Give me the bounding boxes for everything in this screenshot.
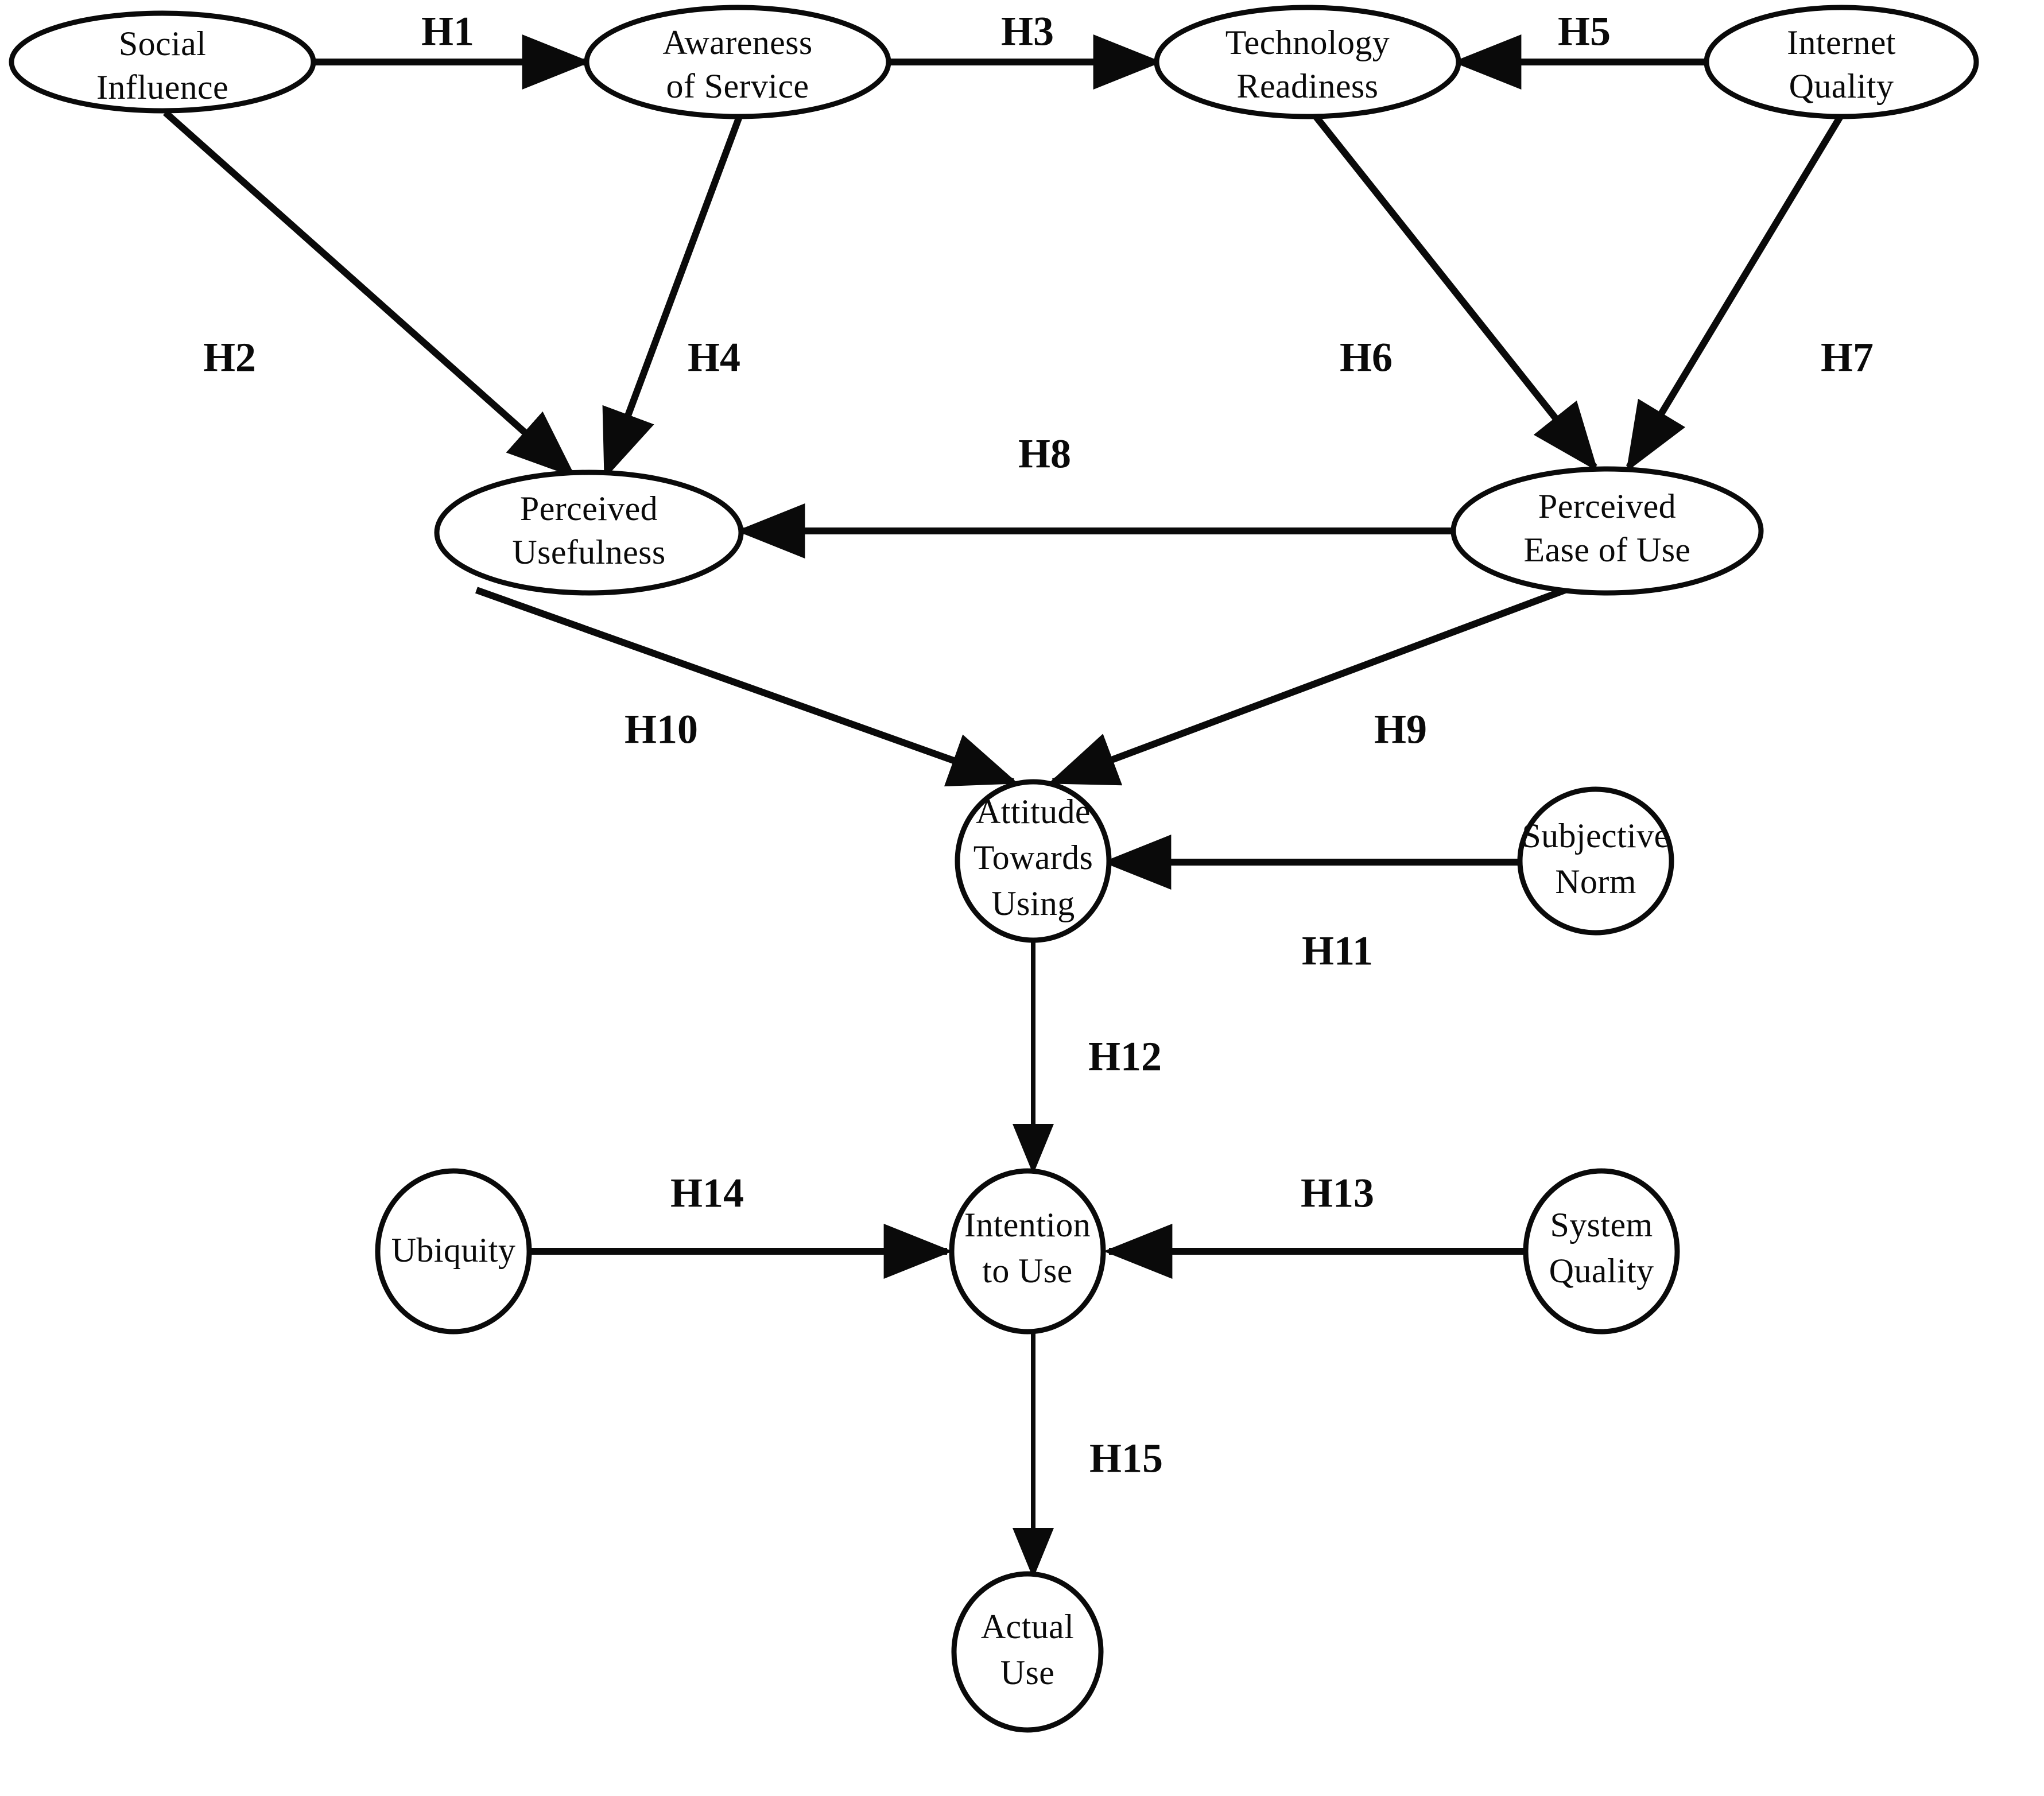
intention-to-use-label-line-2: to Use (982, 1252, 1072, 1290)
hypothesis-label-h5: H5 (1558, 9, 1611, 55)
node-internet-quality[interactable]: Internet Quality (1704, 5, 1979, 119)
hypothesis-label-h9: H9 (1374, 707, 1427, 752)
awareness-of-service-ellipse (584, 5, 891, 119)
edge-h10 (475, 587, 1019, 787)
perceived-ease-of-use-ellipse (1450, 466, 1764, 596)
node-attitude-towards-using[interactable]: Attitude Towards Using (955, 779, 1112, 943)
hypothesis-label-h14: H14 (670, 1170, 744, 1216)
ubiquity-label-line-1: Ubiquity (391, 1231, 516, 1269)
technology-readiness-label-line-2: Readiness (1237, 67, 1379, 105)
node-actual-use[interactable]: Actual Use (951, 1571, 1104, 1733)
system-quality-label-line-1: System (1550, 1206, 1653, 1244)
node-system-quality[interactable]: System Quality (1523, 1168, 1680, 1335)
perceived-usefulness-ellipse (434, 470, 744, 596)
node-technology-readiness[interactable]: Technology Readiness (1154, 5, 1461, 119)
hypothesis-label-h4: H4 (688, 335, 740, 381)
node-social-influence[interactable]: Social Influence (9, 10, 316, 114)
hypothesis-label-h15: H15 (1089, 1436, 1163, 1481)
hypothesis-label-h2: H2 (203, 335, 256, 381)
system-quality-label-line-2: Quality (1549, 1252, 1654, 1290)
perceived-ease-of-use-label-line-1: Perceived (1538, 487, 1676, 525)
subjective-norm-ellipse (1517, 786, 1674, 936)
social-influence-label-line-1: Social (119, 25, 206, 63)
hypothesis-label-h7: H7 (1821, 335, 1874, 381)
hypothesis-label-h12: H12 (1088, 1034, 1162, 1080)
technology-readiness-ellipse (1154, 5, 1461, 119)
edge-h6 (1312, 113, 1598, 472)
attitude-towards-using-label-line-3: Using (991, 885, 1075, 922)
intention-to-use-ellipse (949, 1168, 1106, 1335)
subjective-norm-label-line-2: Norm (1555, 863, 1636, 901)
edge-h7 (1626, 113, 1845, 472)
social-influence-ellipse (9, 10, 316, 114)
subjective-norm-label-line-1: Subjective (1522, 817, 1669, 855)
actual-use-ellipse (951, 1571, 1104, 1733)
node-awareness-of-service[interactable]: Awareness of Service (584, 5, 891, 119)
intention-to-use-label-line-1: Intention (964, 1206, 1091, 1244)
hypothesis-label-h1: H1 (421, 9, 474, 55)
awareness-of-service-label-line-1: Awareness (662, 24, 812, 61)
node-subjective-norm[interactable]: Subjective Norm (1517, 786, 1674, 936)
hypothesis-label-h11: H11 (1302, 928, 1373, 974)
node-intention-to-use[interactable]: Intention to Use (949, 1168, 1106, 1335)
internet-quality-label-line-1: Internet (1787, 24, 1896, 61)
hypothesis-label-h8: H8 (1018, 431, 1071, 477)
node-perceived-usefulness[interactable]: Perceived Usefulness (434, 470, 744, 596)
perceived-usefulness-label-line-2: Usefulness (512, 533, 665, 571)
perceived-ease-of-use-label-line-2: Ease of Use (1524, 531, 1691, 569)
attitude-towards-using-ellipse (955, 779, 1112, 943)
hypothesis-label-h3: H3 (1001, 9, 1054, 55)
hypothesis-label-h6: H6 (1340, 335, 1393, 381)
hypothesis-label-h10: H10 (625, 707, 698, 752)
perceived-usefulness-label-line-1: Perceived (520, 490, 658, 527)
internet-quality-ellipse (1704, 5, 1979, 119)
hypothesis-label-h13: H13 (1301, 1170, 1374, 1216)
technology-readiness-label-line-1: Technology (1225, 24, 1390, 61)
node-ubiquity[interactable]: Ubiquity (375, 1168, 532, 1335)
actual-use-label-line-1: Actual (981, 1608, 1074, 1646)
edge-h4 (602, 112, 744, 479)
actual-use-label-line-2: Use (1000, 1654, 1055, 1692)
awareness-of-service-label-line-2: of Service (666, 67, 809, 105)
node-perceived-ease-of-use[interactable]: Perceived Ease of Use (1450, 466, 1764, 596)
social-influence-label-line-2: Influence (96, 68, 228, 106)
system-quality-ellipse (1523, 1168, 1680, 1335)
ubiquity-ellipse (375, 1168, 532, 1335)
attitude-towards-using-label-line-1: Attitude (976, 793, 1091, 831)
edge-h2 (163, 110, 576, 478)
edge-h9 (1048, 582, 1579, 786)
attitude-towards-using-label-line-2: Towards (973, 839, 1093, 876)
internet-quality-label-line-2: Quality (1789, 67, 1894, 105)
